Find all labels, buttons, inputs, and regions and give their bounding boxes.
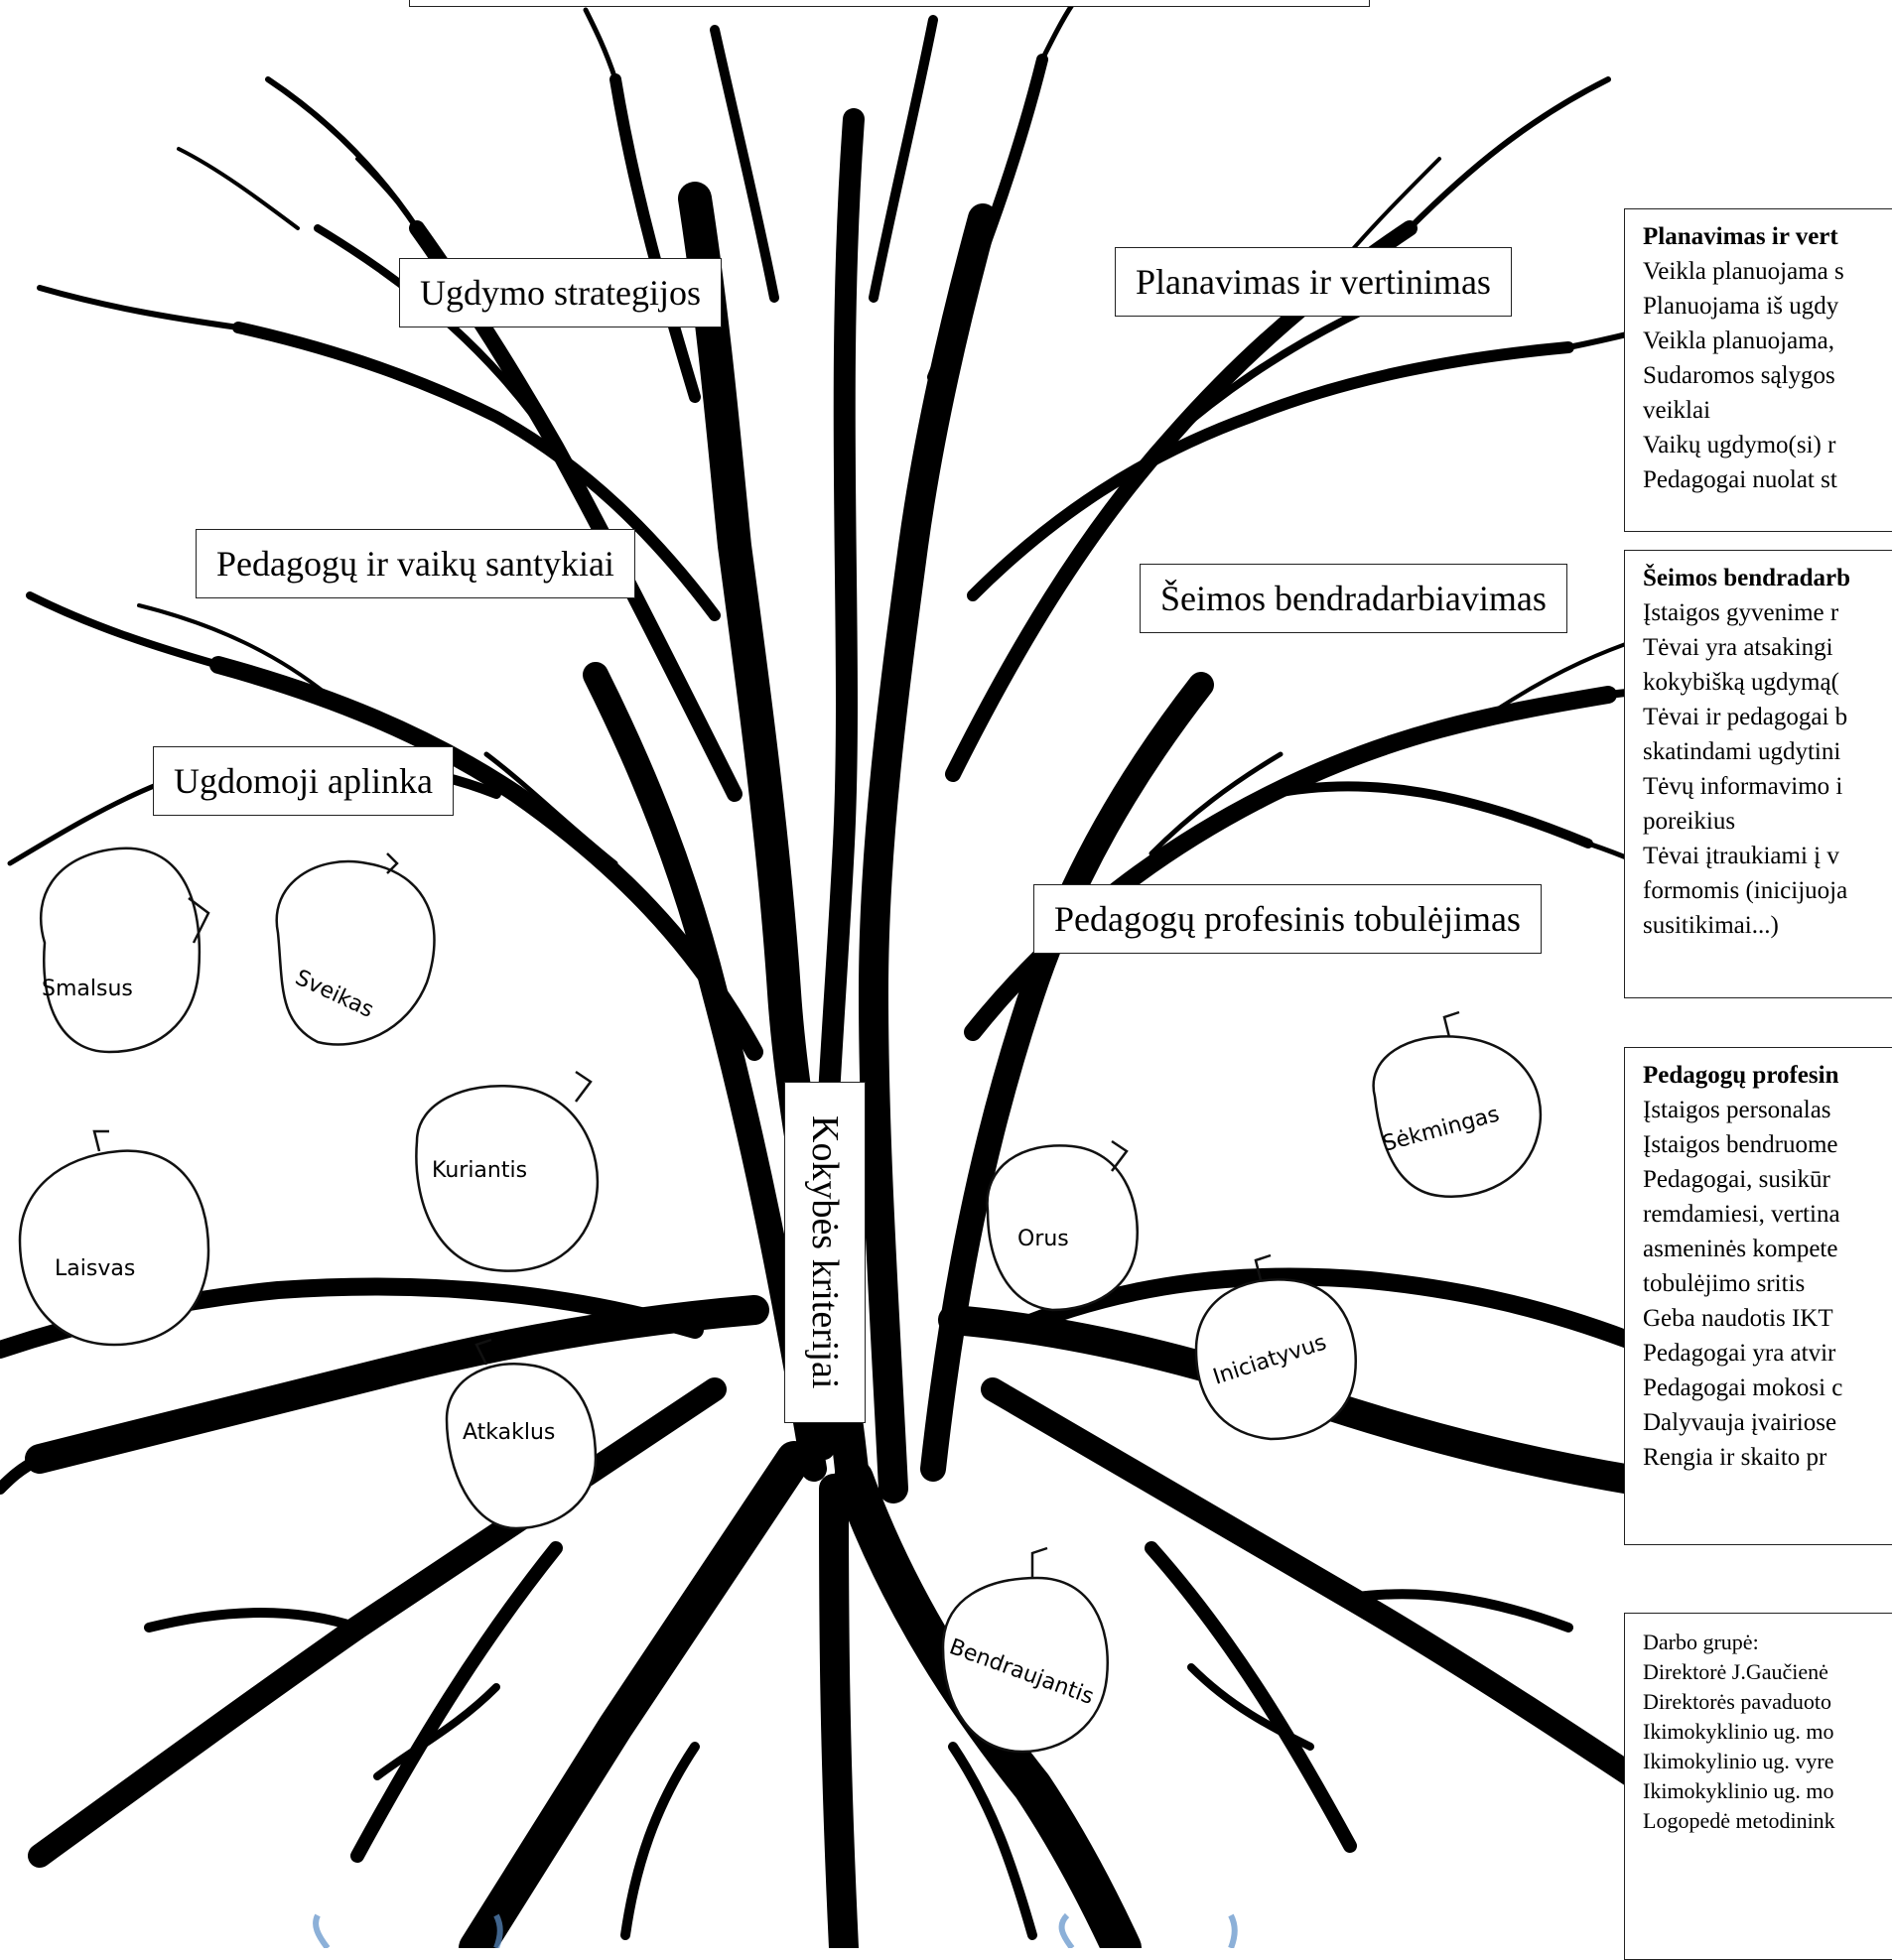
panel-line: Direktorės pavaduoto <box>1643 1689 1831 1714</box>
panel-line: kokybišką ugdymą( <box>1643 669 1839 696</box>
branch-label-santykiai: Pedagogų ir vaikų santykiai <box>196 529 635 598</box>
center-label-box: Kokybės kriterijai <box>784 1082 866 1423</box>
panel-line: Rengia ir skaito pr <box>1643 1444 1827 1471</box>
panel-heading: Planavimas ir vert <box>1643 223 1838 250</box>
panel-line: Sudaromos sąlygos <box>1643 362 1835 389</box>
panel-line: Veikla planuojama s <box>1643 258 1844 285</box>
panel-line: Pedagogai yra atvir <box>1643 1340 1836 1367</box>
panel-line: tobulėjimo sritis <box>1643 1270 1806 1297</box>
panel-line: Pedagogai, susikūr <box>1643 1166 1830 1193</box>
panel-line: Pedagogai nuolat st <box>1643 466 1837 493</box>
panel-line: asmeninės kompete <box>1643 1236 1838 1262</box>
panel-line: Planuojama iš ugdy <box>1643 293 1839 320</box>
panel-line: Pedagogai mokosi c <box>1643 1374 1843 1401</box>
leaf-laisvas: Laisvas <box>55 1256 135 1281</box>
panel-seimos: Šeimos bendradarb Įstaigos gyvenime r Tė… <box>1624 550 1892 998</box>
roots <box>0 1267 1719 1948</box>
leaf-kuriantis: Kuriantis <box>432 1158 527 1183</box>
panel-line: veiklai <box>1643 397 1711 424</box>
panel-heading: Darbo grupė: <box>1643 1630 1759 1654</box>
leaf-atkaklus: Atkaklus <box>463 1420 555 1445</box>
panel-tobulejimas: Pedagogų profesin Įstaigos personalas Įs… <box>1624 1047 1892 1545</box>
panel-line: Įstaigos personalas <box>1643 1097 1831 1123</box>
panel-line: Direktorė J.Gaučienė <box>1643 1659 1828 1684</box>
panel-line: Ikimokylinio ug. vyre <box>1643 1749 1834 1773</box>
panel-line: Tėvai įtraukiami į v <box>1643 843 1839 869</box>
panel-line: Vaikų ugdymo(si) r <box>1643 432 1836 458</box>
panel-line: Geba naudotis IKT <box>1643 1305 1833 1332</box>
panel-line: formomis (inicijuoja <box>1643 877 1848 904</box>
branch-label-ugdymo-strategijos: Ugdymo strategijos <box>399 258 722 327</box>
bottom-decoration <box>313 1912 1238 1948</box>
panel-line: poreikius <box>1643 808 1736 835</box>
panel-line: susitikimai...) <box>1643 912 1779 939</box>
trunk <box>7 2 1880 1505</box>
panel-line: Dalyvauja įvairiose <box>1643 1409 1837 1436</box>
panel-line: Įstaigos gyvenime r <box>1643 599 1839 626</box>
leaf-orus: Orus <box>1017 1227 1069 1251</box>
center-label: Kokybės kriterijai <box>804 1115 846 1389</box>
panel-line: Įstaigos bendruome <box>1643 1131 1838 1158</box>
panel-line: Ikimokyklinio ug. mo <box>1643 1719 1834 1744</box>
leaf-shapes <box>18 847 1543 1754</box>
top-strip <box>409 0 1370 7</box>
panel-darbo-grupe: Darbo grupė: Direktorė J.Gaučienė Direkt… <box>1624 1613 1892 1960</box>
branch-label-planavimas: Planavimas ir vertinimas <box>1115 247 1512 317</box>
panel-planavimas: Planavimas ir vert Veikla planuojama s P… <box>1624 208 1892 532</box>
panel-line: Tėvų informavimo i <box>1643 773 1843 800</box>
branch-label-seimos: Šeimos bendradarbiavimas <box>1140 564 1567 633</box>
panel-line: Logopedė metodinink <box>1643 1808 1835 1833</box>
panel-line: skatindami ugdytini <box>1643 738 1841 765</box>
panel-line: Tėvai yra atsakingi <box>1643 634 1833 661</box>
panel-line: Tėvai ir pedagogai b <box>1643 704 1848 730</box>
branch-label-aplinka: Ugdomoji aplinka <box>153 746 454 816</box>
panel-heading: Šeimos bendradarb <box>1643 565 1851 591</box>
panel-heading: Pedagogų profesin <box>1643 1062 1839 1089</box>
leaf-smalsus: Smalsus <box>42 977 133 1001</box>
panel-line: Veikla planuojama, <box>1643 327 1834 354</box>
panel-line: remdamiesi, vertina <box>1643 1201 1840 1228</box>
branch-label-tobulejimas: Pedagogų profesinis tobulėjimas <box>1033 884 1542 954</box>
panel-line: Ikimokyklinio ug. mo <box>1643 1778 1834 1803</box>
